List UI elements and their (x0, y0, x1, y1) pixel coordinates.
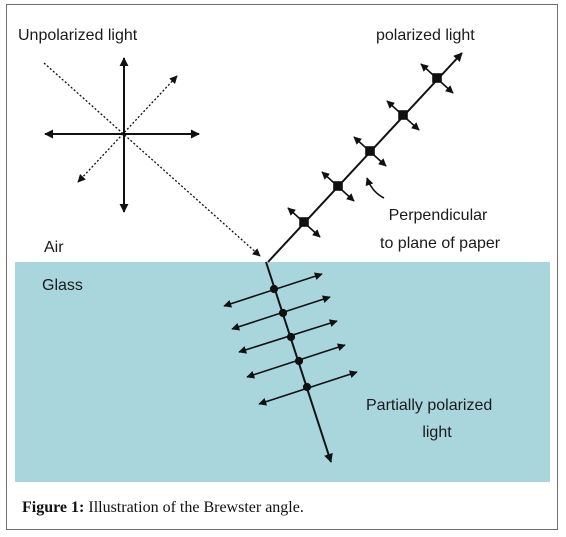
figure-caption-text: Illustration of the Brewster angle. (88, 499, 304, 516)
air-label: Air (44, 239, 64, 256)
reflected-polarization-marks (287, 63, 454, 238)
reflected-mark-5 (420, 63, 454, 94)
figure-caption: Figure 1: Illustration of the Brewster a… (22, 499, 304, 517)
perpendicular-label-line2: to plane of paper (380, 235, 501, 252)
refracted-mark-2 (231, 295, 331, 331)
reflected-mark-4 (386, 100, 420, 131)
reflected-mark-2 (321, 171, 355, 202)
partially-polarized-label-line2: light (422, 424, 452, 441)
reflected-mark-3 (353, 136, 387, 167)
perpendicular-label-line1: Perpendicular (388, 207, 488, 224)
unpolarized-light-label: Unpolarized light (18, 27, 138, 44)
unpolarized-diagonal-arrow (77, 75, 178, 183)
partially-polarized-label-line1: Partially polarized (366, 397, 493, 414)
reflected-ray (267, 52, 463, 263)
figure-caption-label: Figure 1: (22, 499, 85, 516)
unpolarized-light-symbol (44, 57, 200, 213)
refracted-mark-1 (223, 272, 323, 308)
reflected-mark-1 (287, 207, 321, 238)
refracted-mark-3 (238, 319, 338, 354)
refracted-polarization-marks (223, 272, 358, 406)
incident-ray (43, 62, 261, 257)
polarized-light-label: polarized light (376, 27, 475, 44)
perpendicular-pointer-arrow (365, 177, 385, 199)
glass-label: Glass (42, 277, 83, 294)
refracted-mark-4 (246, 343, 346, 379)
refracted-mark-5 (258, 370, 358, 406)
